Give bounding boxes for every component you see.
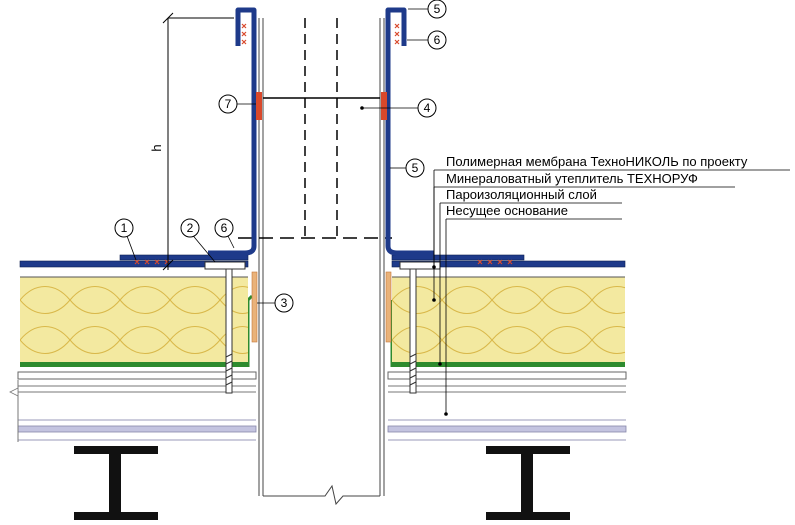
svg-text:6: 6: [221, 221, 228, 235]
deck: [9, 371, 627, 442]
leader-dots: [360, 106, 448, 416]
svg-text:3: 3: [281, 296, 288, 310]
seam-weld: [134, 23, 513, 265]
steel-beam-right: [486, 446, 570, 520]
svg-text:6: 6: [434, 33, 441, 47]
sealant-strip: [251, 271, 392, 343]
svg-text:7: 7: [225, 97, 232, 111]
steel-beam-left: [74, 446, 158, 520]
svg-text:2: 2: [187, 221, 194, 235]
insulation: [20, 276, 625, 362]
fastener: [204, 261, 441, 394]
roof-membrane: [19, 254, 626, 268]
callout-1: 1: [114, 218, 134, 238]
callout-5-top: 5: [427, 0, 447, 19]
sealant: [256, 92, 387, 120]
dimension-h: [162, 12, 234, 271]
leader-lines: [123, 8, 790, 414]
callout-6-lower: 6: [214, 218, 234, 238]
pipe-flashing-membrane: [208, 7, 434, 256]
callout-2: 2: [180, 218, 200, 238]
svg-text:5: 5: [412, 161, 419, 175]
callout-7: 7: [218, 94, 238, 114]
svg-text:1: 1: [121, 221, 128, 235]
legend-load-bearing-base: Несущее основание: [446, 203, 568, 218]
svg-text:5: 5: [434, 2, 441, 16]
pipe: [238, 18, 392, 506]
legend-vapor-barrier: Пароизоляционный слой: [446, 187, 597, 202]
callout-3: 3: [274, 293, 294, 313]
callout-5-side: 5: [405, 158, 425, 178]
legend-insulation: Минераловатный утеплитель ТЕХНОРУФ: [446, 171, 698, 186]
legend-membrane: Полимерная мембрана ТехноНИКОЛЬ по проек…: [446, 154, 748, 169]
callout-4: 4: [417, 98, 437, 118]
dimension-label: h: [149, 144, 164, 151]
callout-6-top: 6: [427, 30, 447, 50]
svg-text:4: 4: [424, 101, 431, 115]
